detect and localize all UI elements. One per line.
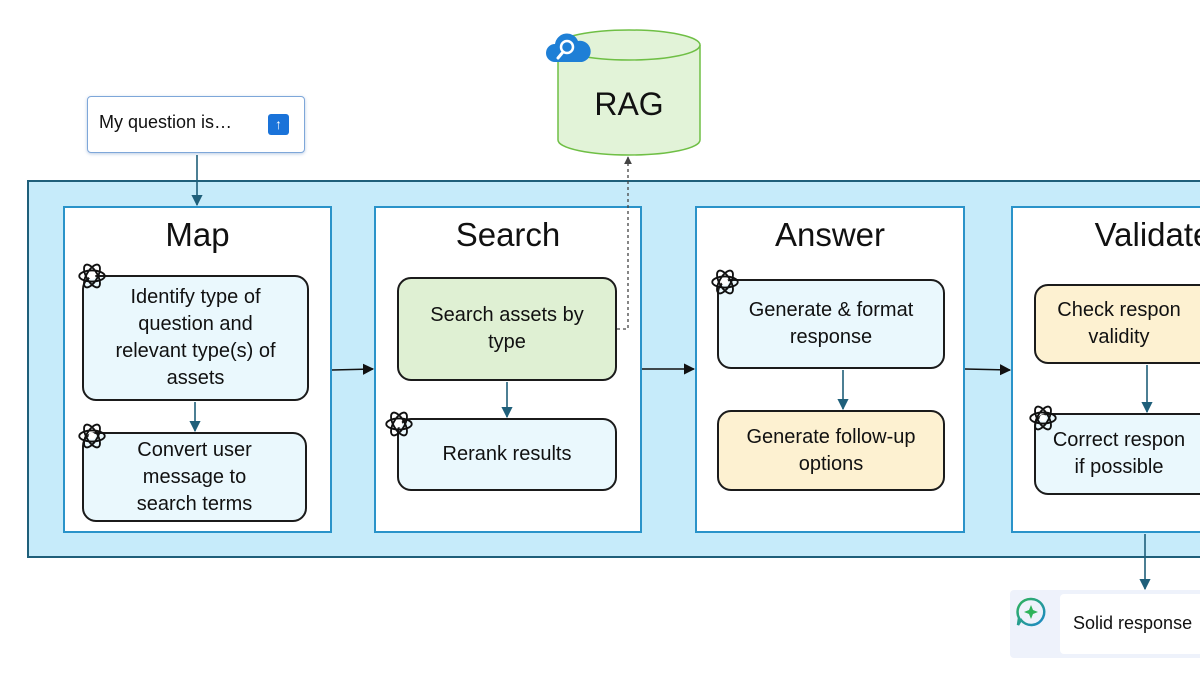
arrow-map-to-search bbox=[331, 363, 375, 375]
step-follow-up-options: Generate follow-up options bbox=[717, 410, 945, 491]
step-line: Check respon bbox=[1057, 299, 1181, 321]
step-line: message to bbox=[142, 465, 247, 488]
step-convert-message: Convert user message to search terms bbox=[82, 432, 307, 522]
step-generate-response: Generate & format response bbox=[717, 279, 945, 369]
step-line: if possible bbox=[1074, 456, 1164, 478]
sparkle-chat-icon bbox=[1015, 596, 1047, 628]
step-line: validity bbox=[1088, 326, 1150, 348]
stage-title-map: Map bbox=[165, 216, 230, 253]
stage-title-search: Search bbox=[455, 216, 561, 253]
step-line: response bbox=[789, 326, 873, 348]
step-line: Convert user bbox=[137, 438, 252, 461]
question-input[interactable]: My question is… ↑ bbox=[87, 96, 305, 153]
step-line: search terms bbox=[136, 492, 253, 515]
step-line: Generate & format bbox=[748, 299, 914, 321]
step-line: assets bbox=[166, 367, 225, 389]
step-line: options bbox=[798, 452, 864, 475]
step-check-validity: Check respon validity bbox=[1034, 284, 1200, 364]
step-line: Search assets by bbox=[430, 304, 584, 326]
step-line: relevant type(s) of bbox=[115, 340, 276, 362]
step-correct-response: Correct respon if possible bbox=[1034, 413, 1200, 495]
arrow-up-icon[interactable]: ↑ bbox=[268, 114, 289, 135]
step-line: question and bbox=[138, 313, 253, 335]
question-input-text: My question is… bbox=[99, 112, 233, 132]
step-search-assets: Search assets by type bbox=[397, 277, 617, 381]
rag-label: RAG bbox=[594, 86, 664, 122]
step-line: Rerank results bbox=[442, 443, 572, 465]
step-line: type bbox=[488, 331, 526, 353]
step-line: Identify type of bbox=[130, 286, 261, 308]
arrow-search-to-rag bbox=[617, 156, 632, 330]
solid-response-output: Solid response bbox=[1010, 590, 1200, 658]
cloud-search-icon bbox=[545, 32, 593, 64]
step-rerank-results: Rerank results bbox=[397, 418, 617, 491]
stage-title-answer: Answer bbox=[774, 216, 886, 253]
arrow-answer-to-validate bbox=[964, 364, 1012, 376]
rag-datastore: RAG bbox=[545, 28, 705, 158]
step-line: Generate follow-up bbox=[746, 425, 916, 448]
stage-title-validate: Validate bbox=[1094, 216, 1200, 253]
output-text: Solid response bbox=[1073, 613, 1193, 633]
step-identify-question-type: Identify type of question and relevant t… bbox=[82, 275, 309, 401]
output-card: Solid response bbox=[1060, 594, 1200, 654]
step-line: Correct respon bbox=[1052, 429, 1186, 451]
